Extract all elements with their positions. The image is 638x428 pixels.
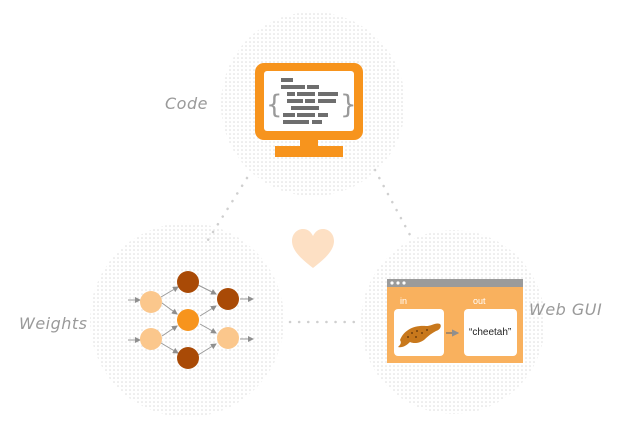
browser-window-icon: [387, 279, 523, 363]
network-nodes: [140, 271, 239, 369]
heart-icon: [292, 229, 334, 268]
output-card: [464, 309, 517, 356]
out-label: out: [473, 296, 486, 306]
hidden-node-2: [177, 309, 199, 331]
web-gui-label: Web GUI: [529, 300, 603, 319]
monitor-code-icon: { }: [255, 63, 363, 157]
weights-label: Weights: [19, 314, 88, 333]
svg-text:}: }: [340, 90, 357, 120]
output-node-2: [217, 327, 239, 349]
svg-text:{: {: [266, 90, 283, 120]
code-label: Code: [165, 94, 208, 113]
output-value: “cheetah”: [469, 327, 512, 338]
hidden-node-1: [177, 271, 199, 293]
connector-lines: [206, 168, 412, 324]
in-label: in: [400, 296, 408, 306]
input-node-2: [140, 328, 162, 350]
neural-network-icon: [128, 284, 254, 356]
input-node-1: [140, 291, 162, 313]
cheetah-image: [398, 323, 441, 348]
hidden-node-3: [177, 347, 199, 369]
output-node-1: [217, 288, 239, 310]
